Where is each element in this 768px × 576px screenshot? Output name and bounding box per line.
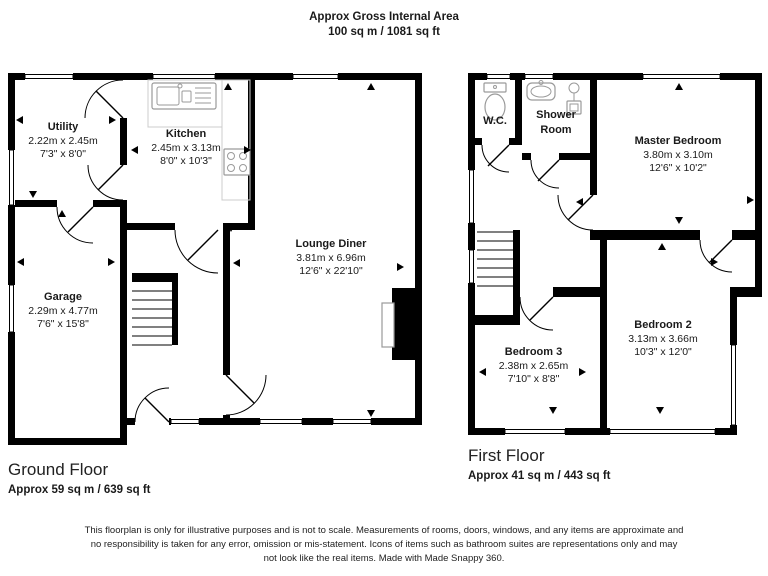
room-label-bedroom-2: Bedroom 2 3.13m x 3.66m 10'3" x 12'0": [603, 318, 723, 360]
first-floor-area: Approx 41 sq m / 443 sq ft: [468, 470, 611, 482]
stairs-icon: [477, 231, 513, 287]
chimney-breast: [392, 288, 415, 360]
room-dim-imperial: 10'3" x 12'0": [634, 346, 692, 359]
first-floor-drawing: [468, 73, 762, 435]
first-windows: [468, 73, 737, 435]
room-name: Kitchen: [165, 128, 207, 140]
front-door-leaf: [144, 397, 170, 423]
ground-floor-drawing: [8, 73, 422, 445]
room-dim-metric: 2.22m x 2.45m: [28, 134, 98, 147]
room-label-kitchen: Kitchen 2.45m x 3.13m 8'0" x 10'3": [137, 127, 235, 169]
room-label-utility: Utility 2.22m x 2.45m 7'3" x 8'0": [17, 120, 109, 162]
gross-area-value: 100 sq m / 1081 sq ft: [328, 25, 440, 38]
room-name: W.C.: [483, 115, 507, 127]
ground-door-swings: [56, 79, 267, 423]
first-floor-title: First Floor: [468, 446, 545, 465]
room-label-bedroom-3: Bedroom 3 2.38m x 2.65m 7'10" x 8'8": [481, 345, 586, 387]
measure-arrows-ground: [16, 83, 404, 417]
ground-floor-title: Ground Floor: [8, 460, 109, 479]
room-dim-imperial: 12'6" x 22'10": [299, 265, 363, 278]
first-floor-caption: First Floor Approx 41 sq m / 443 sq ft: [468, 446, 611, 482]
page-header: Approx Gross Internal Area 100 sq m / 10…: [0, 10, 768, 40]
first-floor-plan: W.C. Shower Room Master Bedroom 3.80m x …: [465, 70, 765, 440]
hob-icon: [223, 148, 251, 176]
fireplace-icon: [381, 302, 395, 348]
gross-area-title: Approx Gross Internal Area: [309, 11, 459, 23]
room-name: Bedroom 3: [504, 346, 563, 358]
room-name: Shower Room: [536, 109, 576, 136]
room-label-shower-room: Shower Room: [521, 108, 591, 137]
ground-floor-area: Approx 59 sq m / 639 sq ft: [8, 484, 151, 496]
room-dim-imperial: 7'6" x 15'8": [37, 318, 89, 331]
room-dim-imperial: 7'3" x 8'0": [40, 148, 86, 161]
front-door-gap: [135, 418, 169, 425]
room-dim-metric: 2.29m x 4.77m: [28, 304, 98, 317]
ground-floor-caption: Ground Floor Approx 59 sq m / 639 sq ft: [8, 460, 151, 496]
first-door-swings: [481, 144, 733, 331]
stairs-icon: [132, 273, 178, 346]
basin-icon: [526, 80, 556, 101]
room-label-master-bedroom: Master Bedroom 3.80m x 3.10m 12'6" x 10'…: [613, 134, 743, 176]
stair-landing-edge: [132, 273, 172, 282]
room-dim-metric: 3.81m x 6.96m: [296, 251, 366, 264]
room-name: Lounge Diner: [295, 238, 367, 250]
room-name: Master Bedroom: [634, 135, 722, 147]
room-dim-metric: 3.13m x 3.66m: [628, 332, 698, 345]
ground-floor-plan: Utility 2.22m x 2.45m 7'3" x 8'0" Kitche…: [5, 70, 425, 455]
measure-arrows-first: [479, 83, 754, 414]
room-dim-metric: 3.80m x 3.10m: [643, 148, 713, 161]
room-dim-metric: 2.38m x 2.65m: [498, 359, 569, 372]
ground-windows: [8, 73, 372, 425]
room-label-garage: Garage 2.29m x 4.77m 7'6" x 15'8": [17, 290, 109, 332]
room-dim-imperial: 8'0" x 10'3": [160, 155, 212, 168]
room-label-lounge-diner: Lounge Diner 3.81m x 6.96m 12'6" x 22'10…: [273, 237, 389, 279]
room-dim-imperial: 7'10" x 8'8": [507, 373, 560, 386]
room-name: Utility: [47, 121, 79, 133]
room-name: Bedroom 2: [634, 319, 692, 331]
kitchen-counter: [147, 79, 251, 201]
shower-icon: [566, 82, 582, 115]
sink-icon: [151, 82, 217, 110]
room-name: Garage: [44, 291, 82, 303]
room-dim-imperial: 12'6" x 10'2": [649, 162, 707, 175]
room-dim-metric: 2.45m x 3.13m: [151, 141, 221, 154]
disclaimer-text: This floorplan is only for illustrative …: [84, 525, 684, 564]
toilet-icon: [483, 82, 507, 121]
room-label-wc: W.C.: [471, 114, 519, 129]
